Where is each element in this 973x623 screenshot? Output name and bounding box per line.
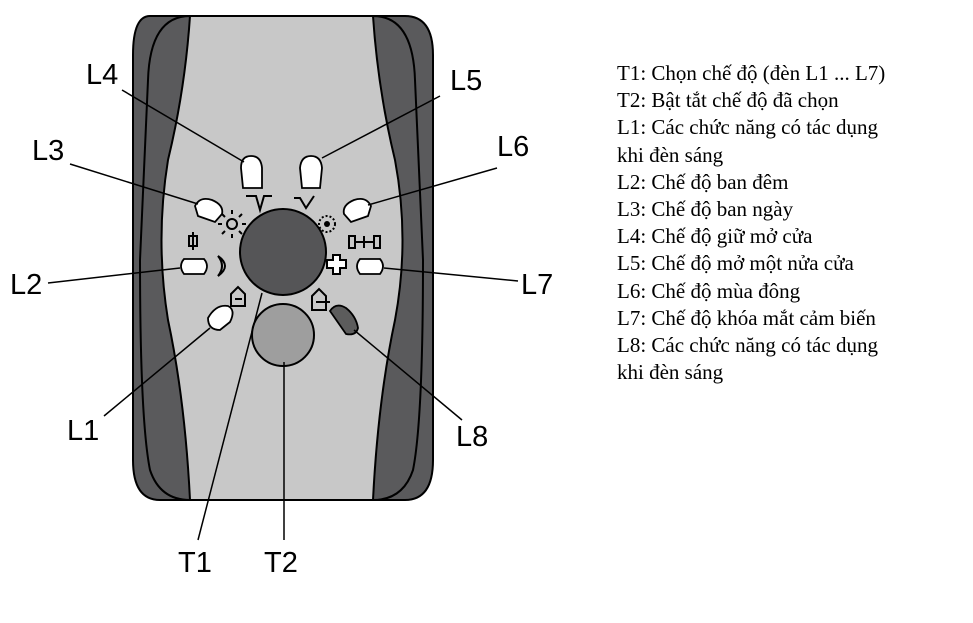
- leader-t1: [197, 292, 263, 541]
- legend-line: L3: Chế độ ban ngày: [617, 197, 794, 222]
- function-icon-right: [311, 287, 330, 311]
- legend-line: khi đèn sáng: [617, 360, 724, 385]
- leader-l1: [103, 327, 211, 417]
- leader-l8: [353, 329, 463, 421]
- label-l8: L8: [456, 421, 488, 453]
- label-l3: L3: [32, 135, 64, 167]
- sun-icon: [218, 210, 246, 238]
- label-t1: T1: [178, 547, 212, 579]
- legend-line: L7: Chế độ khóa mắt cảm biến: [617, 305, 876, 330]
- leader-l2: [47, 267, 181, 284]
- leader-lines: [47, 89, 519, 541]
- label-l1: L1: [67, 415, 99, 447]
- mode-select-knob[interactable]: [239, 208, 327, 296]
- label-l2: L2: [10, 269, 42, 301]
- led-l3: [194, 197, 224, 224]
- leader-l5: [321, 95, 441, 159]
- led-l5: [299, 155, 323, 189]
- moon-icon: [217, 255, 226, 277]
- label-l6: L6: [497, 131, 529, 163]
- mode-icons: [188, 195, 381, 311]
- led-l6: [342, 197, 372, 224]
- legend-line: L6: Chế độ mùa đông: [617, 278, 801, 303]
- toggle-button[interactable]: [251, 303, 315, 367]
- leader-l7: [383, 267, 519, 282]
- function-icon: [230, 285, 246, 307]
- led-l7: [356, 258, 384, 275]
- legend-line: T2: Bật tắt chế độ đã chọn: [617, 88, 839, 113]
- snowflake-icon: [318, 215, 336, 233]
- legend-line: T1: Chọn chế độ (đèn L1 ... L7): [617, 61, 886, 85]
- legend-line: L4: Chế độ giữ mở cửa: [617, 224, 813, 249]
- legend-line: L5: Chế độ mở một nửa cửa: [617, 251, 854, 276]
- led-l2: [180, 258, 208, 275]
- lock-icon: [188, 232, 198, 250]
- led-l4: [240, 155, 263, 189]
- legend-line: khi đèn sáng: [617, 142, 724, 167]
- sensor-lock-icon: [348, 235, 381, 249]
- legend: T1: Chọn chế độ (đèn L1 ... L7) T2: Bật …: [617, 60, 967, 386]
- door-half-icon: [294, 195, 315, 210]
- cross-icon: [326, 254, 347, 275]
- legend-line: L8: Các chức năng có tác dụng: [617, 333, 878, 358]
- led-l1: [207, 304, 234, 331]
- callout-labels: L4 L5 L3 L6 L2 L7 L1 L8 T1 T2: [10, 59, 553, 579]
- label-l4: L4: [86, 59, 118, 91]
- door-open-icon: [246, 195, 272, 214]
- legend-line: L1: Các chức năng có tác dụng: [617, 115, 878, 140]
- led-l8: [328, 304, 359, 336]
- control-panel-diagram: L4 L5 L3 L6 L2 L7 L1 L8 T1 T2: [10, 14, 553, 579]
- legend-line: L2: Chế độ ban đêm: [617, 169, 789, 194]
- leader-l6: [367, 167, 498, 206]
- label-l7: L7: [521, 269, 553, 301]
- label-l5: L5: [450, 65, 482, 97]
- label-t2: T2: [264, 547, 298, 579]
- leader-l4: [121, 89, 245, 163]
- leader-l3: [69, 163, 199, 205]
